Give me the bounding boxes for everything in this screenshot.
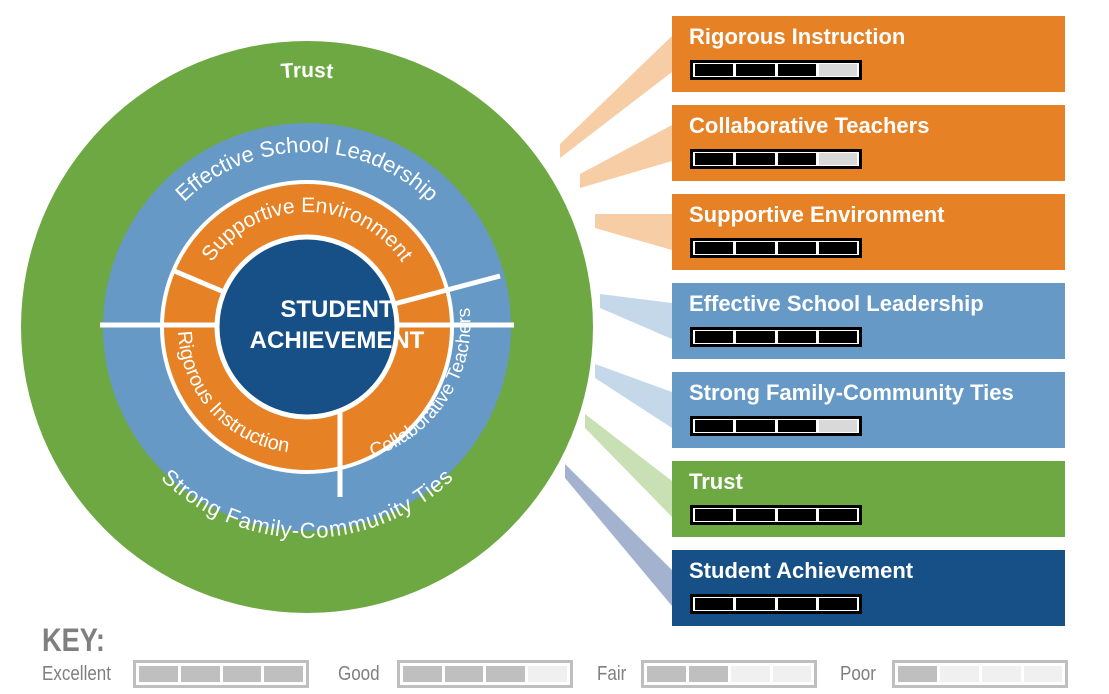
rating-card: Supportive Environment: [672, 194, 1065, 270]
key-bar: [641, 660, 818, 688]
rating-segment: [818, 331, 857, 343]
key-label: Fair: [597, 662, 627, 685]
key-label: Good: [338, 662, 380, 685]
rating-title: Rigorous Instruction: [689, 24, 906, 49]
student-achievement-core: [214, 234, 400, 420]
rating-segment: [777, 598, 816, 610]
rating-segment: [777, 242, 816, 254]
key-segment: [1023, 666, 1063, 682]
rating-segment: [736, 64, 775, 76]
rating-bar: [690, 505, 862, 525]
key-bar: [396, 660, 573, 688]
rating-segment: [818, 242, 857, 254]
rating-segment: [818, 598, 857, 610]
rating-bar: [690, 60, 862, 80]
rating-title: Supportive Environment: [689, 202, 945, 227]
rating-title: Effective School Leadership: [689, 291, 984, 316]
key-segment: [444, 666, 484, 682]
rating-segment: [695, 242, 734, 254]
connector-ray: [580, 125, 672, 188]
key-segment: [402, 666, 442, 682]
rating-segment: [777, 331, 816, 343]
rating-segment: [818, 153, 857, 165]
rating-card: Rigorous Instruction: [672, 16, 1065, 92]
rating-card: Student Achievement: [672, 550, 1065, 626]
connector-ray: [560, 36, 672, 158]
key-item: Fair: [597, 660, 818, 688]
key-segment: [528, 666, 567, 682]
rating-segment: [695, 331, 734, 343]
svg-text:Trust: Trust: [280, 59, 334, 83]
rating-card: Effective School Leadership: [672, 283, 1065, 359]
rating-segment: [736, 242, 775, 254]
key-segment: [647, 666, 687, 682]
connector-ray: [595, 364, 672, 428]
key-bar: [892, 660, 1069, 688]
rating-segment: [736, 331, 775, 343]
rating-segment: [777, 153, 816, 165]
rating-bar: [690, 416, 862, 436]
key-item: Excellent: [42, 660, 310, 688]
center-label-2: ACHIEVEMENT: [250, 327, 425, 354]
key-segment: [222, 666, 262, 682]
key-segment: [730, 666, 770, 682]
rating-segment: [736, 420, 775, 432]
rating-bar: [690, 594, 862, 614]
rating-bar: [690, 327, 862, 347]
connector-ray: [585, 414, 672, 517]
rating-title: Strong Family-Community Ties: [689, 380, 1014, 405]
key-item: Poor: [840, 660, 1069, 688]
rating-segment: [695, 420, 734, 432]
key-segment: [180, 666, 220, 682]
rating-segment: [695, 509, 734, 521]
rating-segment: [818, 64, 857, 76]
trust-label: Trust: [280, 59, 334, 83]
center-label-1: STUDENT: [280, 296, 394, 323]
key-segment: [139, 666, 178, 682]
rating-title: Collaborative Teachers: [689, 113, 930, 138]
rating-segment: [777, 64, 816, 76]
connector-ray: [565, 464, 672, 606]
rating-card: Collaborative Teachers: [672, 105, 1065, 181]
rating-bar: [690, 149, 862, 169]
rating-segment: [736, 153, 775, 165]
rating-segment: [736, 598, 775, 610]
key-segment: [689, 666, 728, 682]
rating-title: Trust: [689, 469, 743, 494]
key-title: KEY:: [42, 622, 105, 658]
key-segment: [772, 666, 812, 682]
connector-ray: [595, 214, 672, 250]
rating-segment: [818, 420, 857, 432]
key-segment: [486, 666, 526, 682]
rating-segment: [777, 420, 816, 432]
connector-rays: [560, 36, 672, 606]
key-bar: [133, 660, 310, 688]
rating-title: Student Achievement: [689, 558, 914, 583]
rating-card: Strong Family-Community Ties: [672, 372, 1065, 448]
key-segment: [981, 666, 1021, 682]
rating-segment: [777, 509, 816, 521]
rating-segment: [818, 509, 857, 521]
key-segment: [264, 666, 304, 682]
rating-card: Trust: [672, 461, 1065, 537]
rating-segment: [695, 153, 734, 165]
rating-segment: [695, 598, 734, 610]
key-segment: [940, 666, 979, 682]
key-segment: [898, 666, 937, 682]
connector-ray: [600, 294, 672, 339]
rating-segment: [695, 64, 734, 76]
key-label: Excellent: [42, 662, 111, 685]
key-item: Good: [338, 660, 573, 688]
rating-bar: [690, 238, 862, 258]
key-label: Poor: [840, 662, 876, 685]
rating-segment: [736, 509, 775, 521]
